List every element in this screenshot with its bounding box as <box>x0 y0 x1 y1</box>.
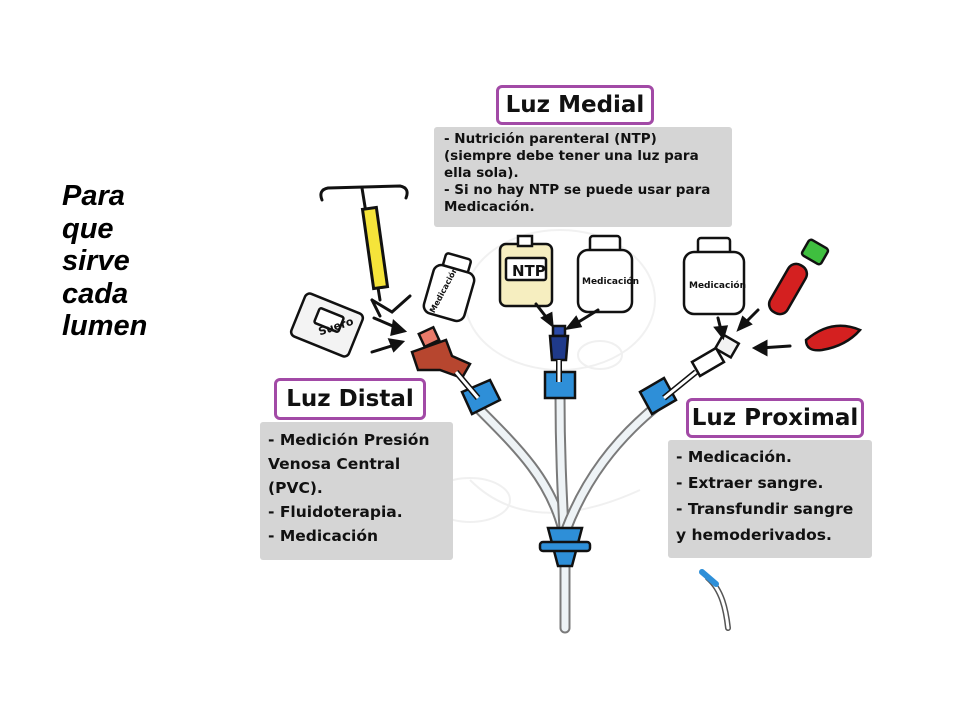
catheter-tubes <box>472 389 664 634</box>
blood-tube-icon <box>767 238 830 316</box>
note-line: - Transfundir sangre <box>676 500 854 518</box>
medial-lumen-title: Luz Medial <box>496 85 654 125</box>
ntp-bag-icon <box>498 234 554 308</box>
proximal-lumen-notes: - Medicación. - Extraer sangre. - Transf… <box>668 440 872 558</box>
note-line: - Fluidoterapia. <box>268 503 403 521</box>
junction-hub <box>538 526 592 568</box>
side-title-line: que <box>62 212 114 245</box>
note-line: - Medición Presión <box>268 431 430 449</box>
iv-pole-icon <box>319 184 412 318</box>
medication-vial-icon <box>682 236 746 316</box>
note-line: Medicación. <box>444 199 535 215</box>
note-line: Venosa Central <box>268 455 401 473</box>
note-line: - Si no hay NTP se puede usar para <box>444 182 711 198</box>
side-title: Para que sirve cada lumen <box>62 180 222 343</box>
side-title-line: Para <box>62 180 125 212</box>
lumen-clamps <box>460 370 678 416</box>
distal-connector <box>410 325 481 400</box>
medial-connector <box>548 324 570 382</box>
note-line: y hemoderivados. <box>676 526 832 544</box>
medication-vial-label: Medicación <box>582 276 639 287</box>
proximal-lumen-title-text: Luz Proximal <box>691 405 859 431</box>
note-line: (siempre debe tener una luz para <box>444 148 699 164</box>
note-line: - Extraer sangre. <box>676 474 824 492</box>
side-title-line: cada <box>62 277 129 310</box>
note-line: (PVC). <box>268 479 323 497</box>
proximal-lumen-title: Luz Proximal <box>686 398 864 438</box>
catheter-tip <box>699 569 731 631</box>
distal-lumen-title: Luz Distal <box>274 378 426 420</box>
note-line: - Nutrición parenteral (NTP) <box>444 131 657 147</box>
ntp-label: NTP <box>512 262 546 280</box>
medial-lumen-notes: - Nutrición parenteral (NTP) (siempre de… <box>434 127 732 227</box>
note-line: ella sola). <box>444 165 519 181</box>
flow-arrows <box>370 302 792 357</box>
medication-vial-icon <box>422 252 476 323</box>
note-line: - Medicación <box>268 527 379 545</box>
proximal-connector <box>662 332 741 401</box>
distal-lumen-notes: - Medición Presión Venosa Central (PVC).… <box>260 422 453 560</box>
medication-vial-icon <box>576 234 634 314</box>
medication-vial-label: Medicación <box>689 280 746 291</box>
side-title-line: sirve <box>62 245 130 277</box>
distal-lumen-title-text: Luz Distal <box>286 386 414 412</box>
blood-drop-icon <box>804 324 863 352</box>
suero-bag-icon <box>289 292 365 358</box>
side-title-line: lumen <box>62 310 148 342</box>
medial-lumen-title-text: Luz Medial <box>505 92 645 118</box>
note-line: - Medicación. <box>676 448 792 466</box>
